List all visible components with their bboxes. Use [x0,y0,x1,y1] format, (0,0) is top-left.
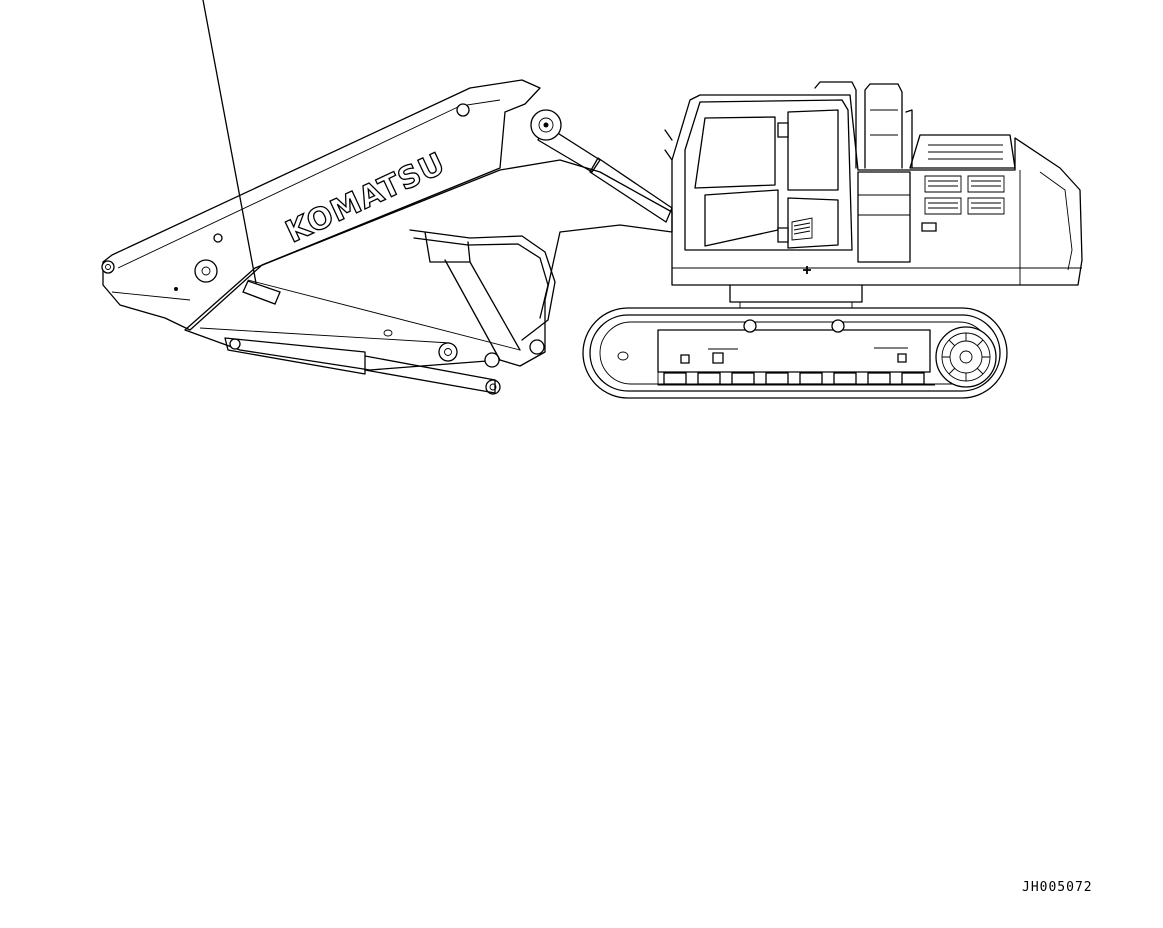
operator-cab [665,100,852,250]
boom [185,160,672,394]
arm [102,80,540,330]
leader-line [203,0,256,283]
service-door [858,172,910,262]
track [583,308,1007,398]
decal-label-location [243,281,280,304]
upper-structure [672,95,1082,285]
drive-sprocket [936,327,996,387]
center-mark [803,266,811,274]
handrails [815,82,912,168]
swing-circle [730,285,862,308]
boom-cylinder [225,338,495,393]
bucket-link [410,230,555,360]
drawing-code: JH005072 [1022,880,1093,895]
arm-cylinder [531,110,672,222]
track-rollers [664,373,924,384]
engine-hood [910,135,1015,231]
